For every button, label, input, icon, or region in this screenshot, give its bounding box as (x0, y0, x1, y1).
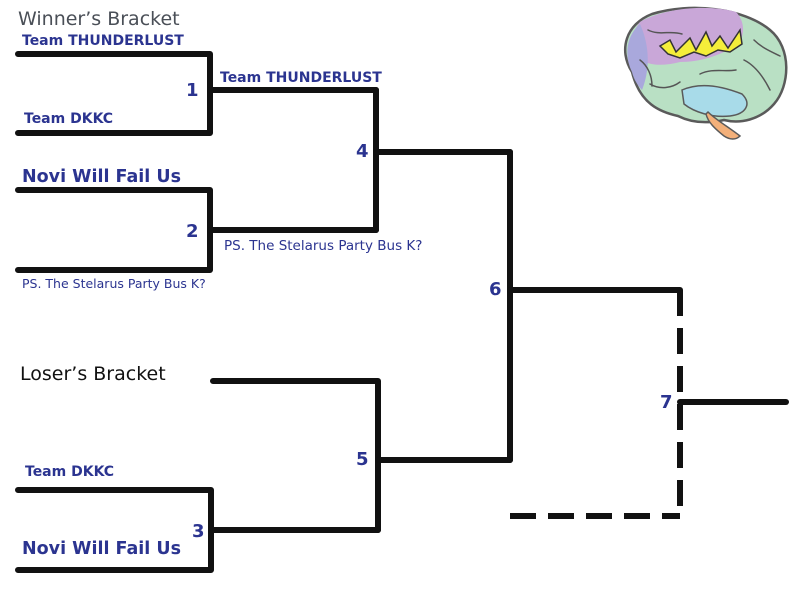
match-number-5: 5 (356, 449, 369, 470)
match-3-bottom-team: Novi Will Fail Us (22, 539, 182, 559)
match-2-lines (15, 187, 213, 273)
match-4-bottom-team: PS. The Stelarus Party Bus K? (224, 238, 423, 254)
match-4-top-team: Team THUNDERLUST (220, 70, 382, 86)
match-2-bottom-team: PS. The Stelarus Party Bus K? (22, 276, 206, 291)
match-1-lines (15, 51, 213, 136)
match-number-7: 7 (660, 392, 673, 413)
match-number-3: 3 (192, 521, 205, 542)
brain-icon (623, 6, 788, 140)
match-2-top-team: Novi Will Fail Us (22, 167, 182, 187)
match-number-1: 1 (186, 80, 199, 101)
winners-bracket-heading: Winner’s Bracket (18, 8, 180, 30)
match-number-6: 6 (489, 279, 502, 300)
losers-bracket-heading: Loser’s Bracket (20, 363, 166, 385)
match-3-top-team: Team DKKC (25, 464, 115, 480)
match-5-lines (210, 378, 381, 533)
match-number-4: 4 (356, 141, 369, 162)
match-number-2: 2 (186, 221, 199, 242)
match-1-bottom-team: Team DKKC (24, 111, 114, 127)
match-1-top-team: Team THUNDERLUST (22, 33, 184, 49)
